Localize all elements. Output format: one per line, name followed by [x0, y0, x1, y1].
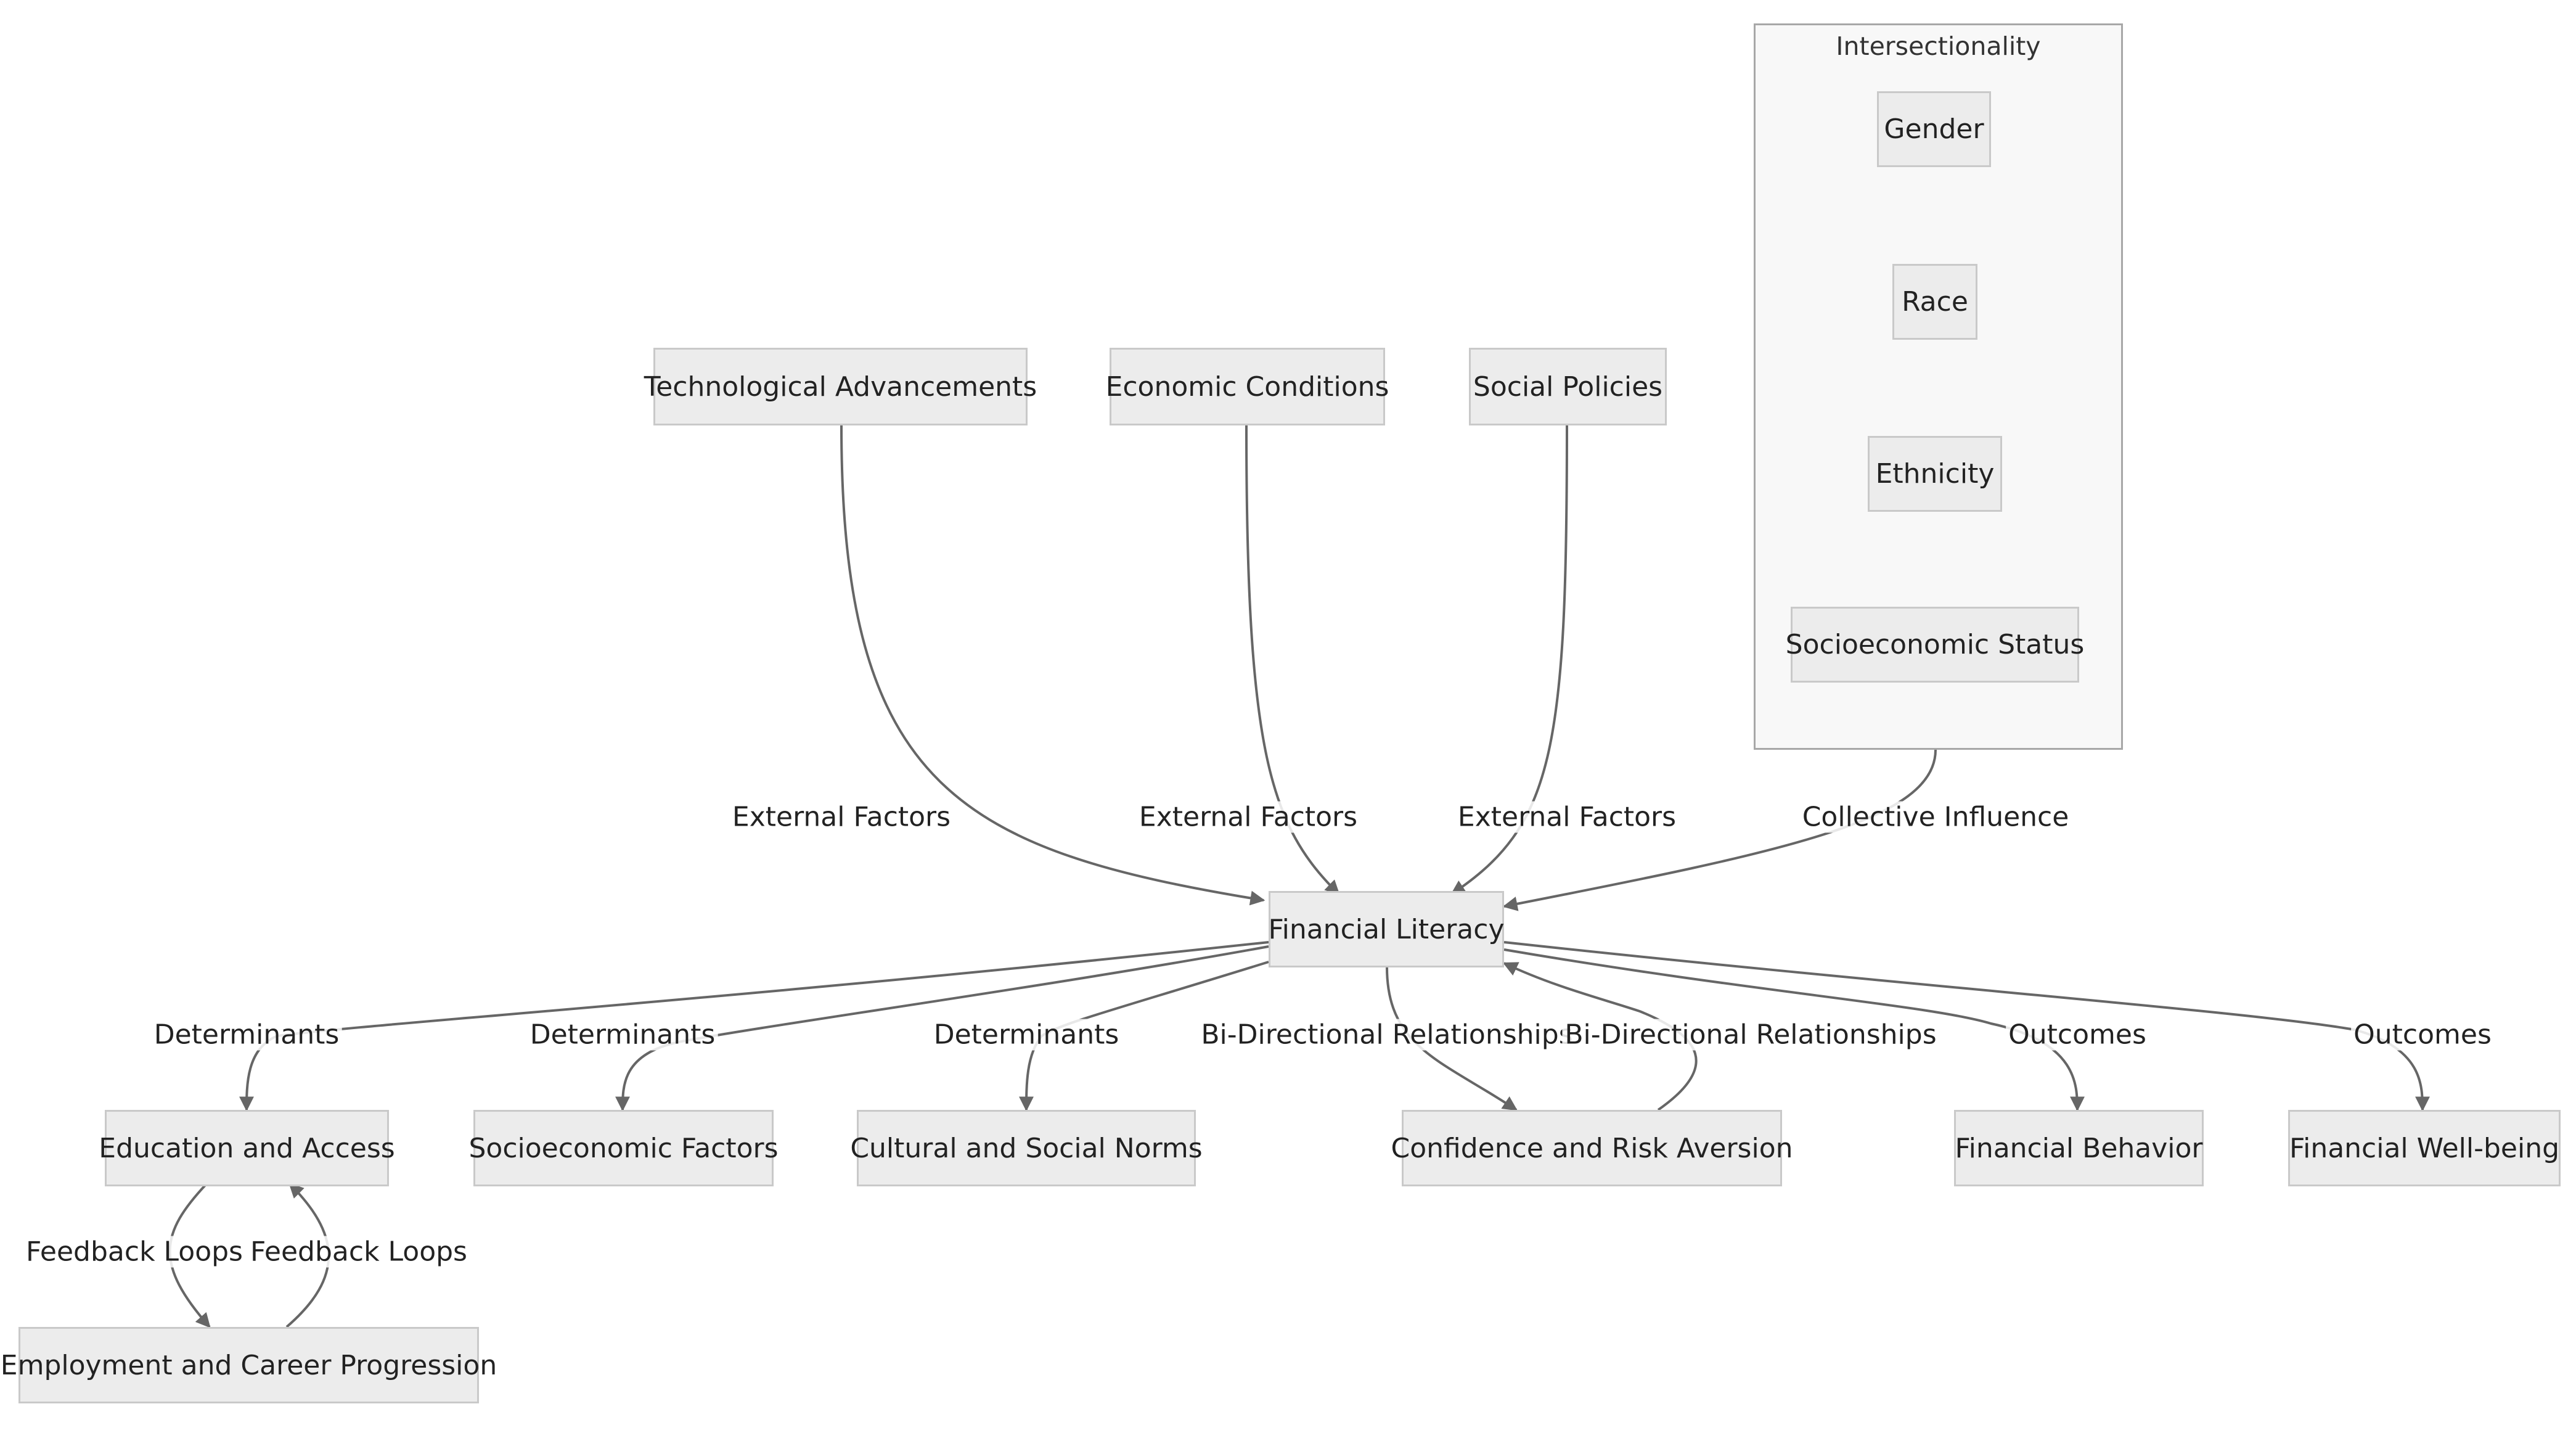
- edge-literacy-to-wellbeing: [1503, 941, 2430, 1112]
- edge-literacy-to-socioeconomic: [615, 945, 1269, 1112]
- edge-label-determinants: Determinants: [931, 1019, 1122, 1051]
- edge-label-bi-directional-relationships: Bi-Directional Relationships: [1198, 1019, 1576, 1051]
- edge-label-outcomes: Outcomes: [2006, 1019, 2149, 1051]
- node-financial-behavior[interactable]: Financial Behavior: [1954, 1110, 2204, 1186]
- edge-label-external-factors: External Factors: [1136, 801, 1360, 833]
- node-financial-literacy[interactable]: Financial Literacy: [1269, 891, 1505, 967]
- edge-literacy-to-education: [239, 941, 1269, 1112]
- edge-social-to-literacy: [1450, 425, 1568, 895]
- edge-label-collective-influence: Collective Influence: [1799, 801, 2072, 833]
- node-gender[interactable]: Gender: [1877, 91, 1991, 167]
- node-employment-and-career-progression[interactable]: Employment and Career Progression: [1, 1327, 497, 1403]
- edge-label-bi-directional-relationships: Bi-Directional Relationships: [1562, 1019, 1939, 1051]
- edge-confidence-to-literacy: [1502, 962, 1698, 1111]
- node-financial-well-being[interactable]: Financial Well-being: [2288, 1110, 2561, 1186]
- edge-literacy-to-behavior: [1503, 948, 2085, 1112]
- cluster-title: Intersectionality: [1836, 31, 2041, 61]
- node-economic-conditions[interactable]: Economic Conditions: [1106, 348, 1389, 425]
- node-education-and-access[interactable]: Education and Access: [99, 1110, 395, 1186]
- edge-label-outcomes: Outcomes: [2351, 1019, 2494, 1051]
- node-social-policies[interactable]: Social Policies: [1469, 348, 1667, 425]
- edge-label-external-factors: External Factors: [729, 801, 954, 833]
- node-socioeconomic-status[interactable]: Socioeconomic Status: [1786, 607, 2084, 683]
- edge-literacy-to-confidence: [1386, 966, 1518, 1111]
- edge-econ-to-literacy: [1245, 425, 1340, 895]
- node-confidence-and-risk-aversion[interactable]: Confidence and Risk Aversion: [1391, 1110, 1793, 1186]
- edge-label-determinants: Determinants: [527, 1019, 718, 1051]
- node-socioeconomic-factors[interactable]: Socioeconomic Factors: [468, 1110, 779, 1186]
- edge-label-feedback-loops: Feedback Loops: [23, 1236, 245, 1268]
- node-cultural-and-social-norms[interactable]: Cultural and Social Norms: [850, 1110, 1203, 1186]
- node-race[interactable]: Race: [1892, 264, 1977, 340]
- edge-label-feedback-loops: Feedback Loops: [248, 1236, 470, 1268]
- edge-label-determinants: Determinants: [151, 1019, 342, 1051]
- edge-tech-to-literacy: [840, 425, 1266, 906]
- edge-label-external-factors: External Factors: [1455, 801, 1679, 833]
- node-technological-advancements[interactable]: Technological Advancements: [644, 348, 1037, 425]
- edge-intersectionality-to-literacy: [1502, 749, 1937, 911]
- node-ethnicity[interactable]: Ethnicity: [1868, 436, 2002, 512]
